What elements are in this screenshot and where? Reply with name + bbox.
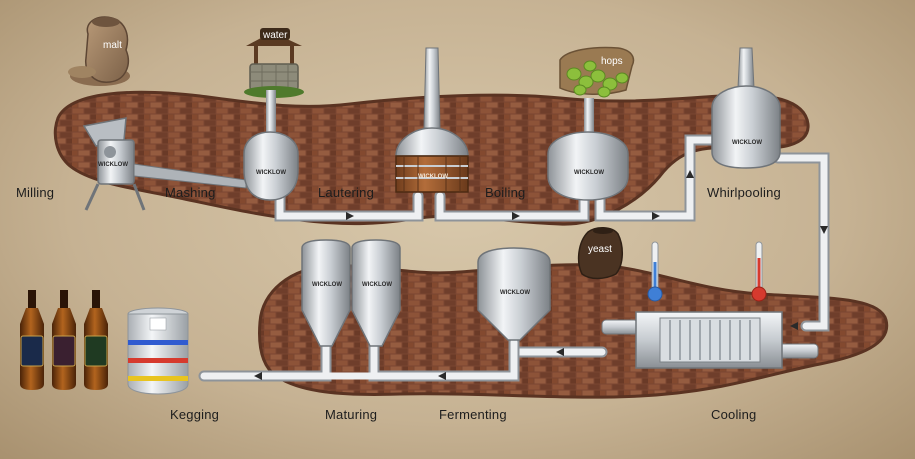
arrow-left-3 — [438, 372, 446, 380]
ingredient-label-water: water — [263, 30, 288, 41]
lauter-tun — [395, 47, 469, 193]
stage-label-lautering: Lautering — [318, 185, 375, 200]
arrow-right-2 — [512, 212, 520, 220]
beer-bottles — [20, 290, 108, 390]
brand-logo-whirlpool: WICKLOW — [732, 140, 762, 146]
hops-basket — [559, 46, 635, 98]
arrow-up — [686, 170, 694, 178]
stage-label-mashing: Mashing — [165, 185, 216, 200]
stage-label-milling: Milling — [16, 185, 55, 200]
stage-label-maturing: Maturing — [325, 407, 378, 422]
brand-logo-mill: WICKLOW — [98, 162, 128, 168]
mash-tun — [243, 90, 299, 201]
stage-label-cooling: Cooling — [711, 407, 757, 422]
mill-machine — [82, 117, 247, 211]
upper-pipes — [274, 134, 830, 332]
arrow-right-3 — [652, 212, 660, 220]
stage-label-boiling: Boiling — [485, 185, 526, 200]
cold-thermometer — [647, 241, 663, 302]
brand-logo-maturation-2: WICKLOW — [362, 282, 392, 288]
malt-sack — [68, 16, 130, 86]
ingredient-label-hops: hops — [601, 56, 623, 67]
maturation-tank-2 — [351, 239, 401, 347]
brand-logo-fermenter: WICKLOW — [500, 290, 530, 296]
bottle-3 — [84, 290, 108, 390]
bottle-2 — [52, 290, 76, 390]
arrow-left-1 — [790, 322, 798, 330]
heat-exchanger — [601, 311, 819, 369]
brand-logo-lauter-tun: WICKLOW — [418, 174, 448, 180]
maturation-tank-1 — [301, 239, 351, 347]
arrow-left-2 — [556, 348, 564, 356]
ingredient-label-yeast: yeast — [588, 244, 612, 255]
bottle-1 — [20, 290, 44, 390]
stage-label-kegging: Kegging — [170, 407, 220, 422]
brand-logo-boil-kettle: WICKLOW — [574, 170, 604, 176]
stage-label-whirlpooling: Whirlpooling — [707, 185, 781, 200]
brand-logo-mash-tun: WICKLOW — [256, 170, 286, 176]
keg — [127, 307, 189, 395]
arrow-right-1 — [346, 212, 354, 220]
arrow-left-4 — [254, 372, 262, 380]
hot-thermometer — [751, 241, 767, 302]
arrow-down — [820, 226, 828, 234]
brand-logo-maturation-1: WICKLOW — [312, 282, 342, 288]
boil-kettle — [547, 98, 629, 201]
flow-arrows — [254, 170, 828, 380]
yeast-sack — [577, 227, 623, 280]
fermenter — [477, 247, 551, 341]
stage-label-fermenting: Fermenting — [439, 407, 507, 422]
whirlpool-vessel — [711, 47, 781, 169]
ingredient-label-malt: malt — [103, 40, 122, 51]
